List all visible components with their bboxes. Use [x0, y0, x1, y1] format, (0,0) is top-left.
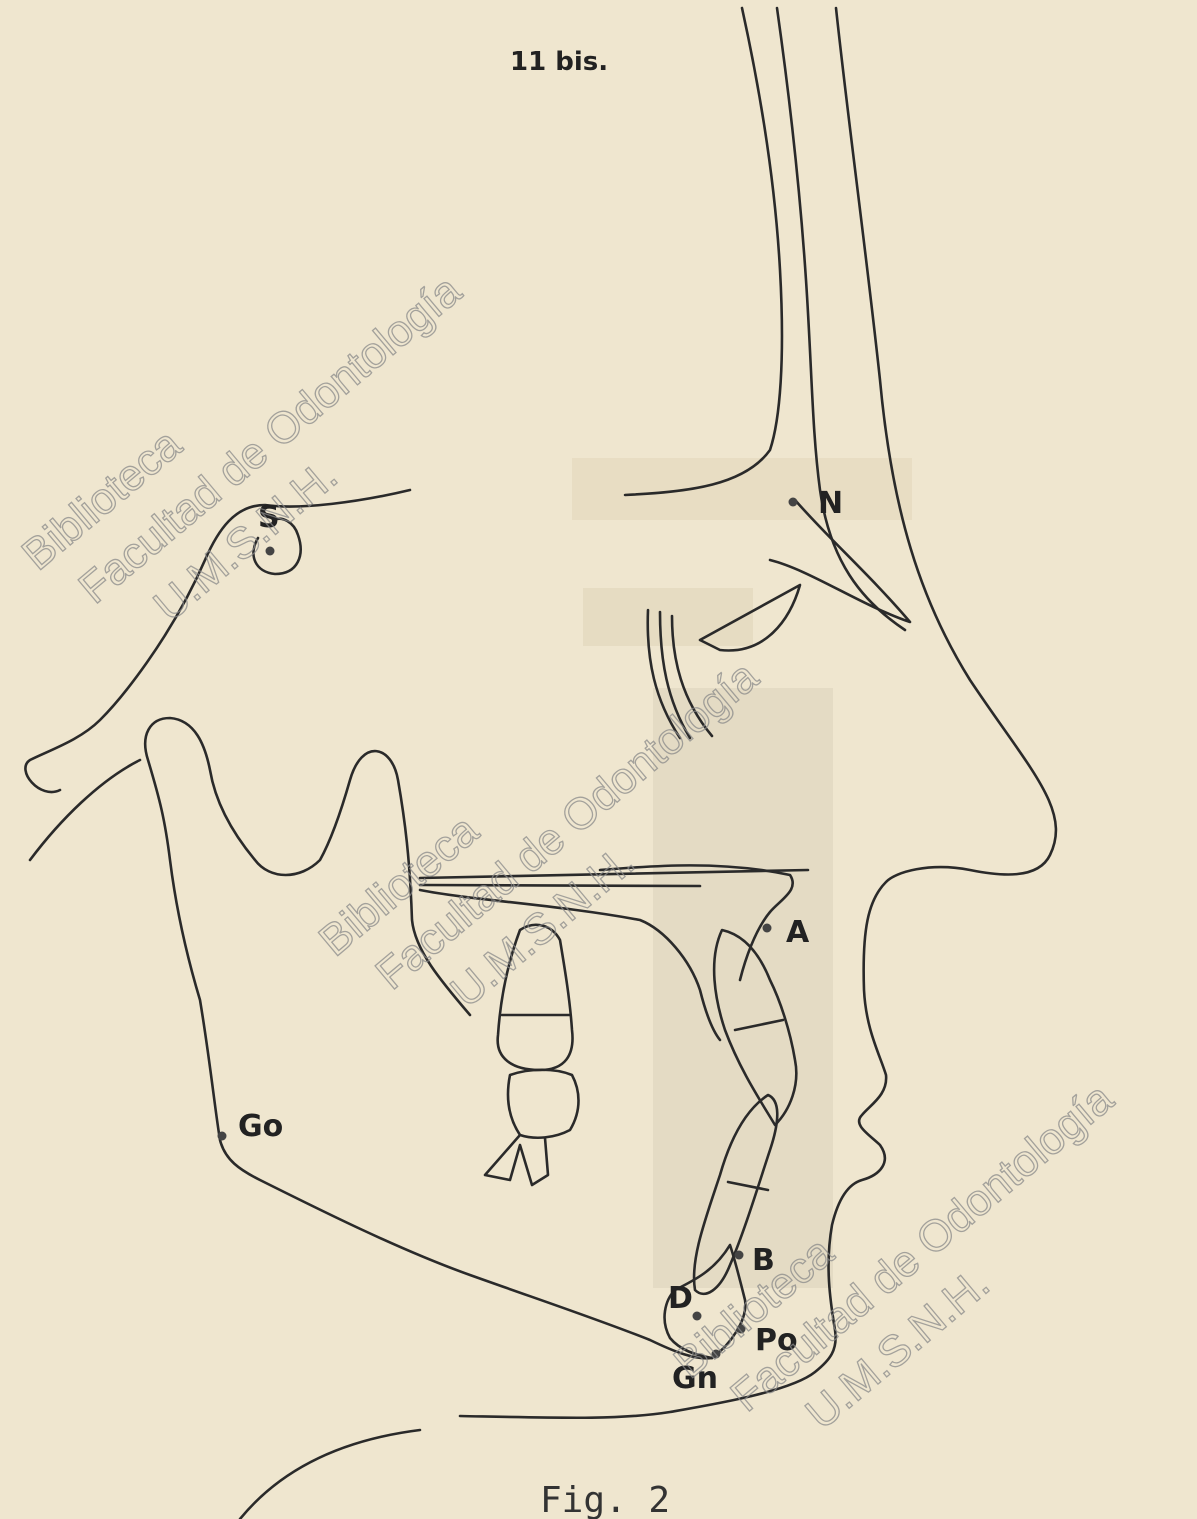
landmark-label-n: N	[818, 486, 843, 521]
landmark-dot-b	[735, 1251, 744, 1260]
landmark-label-go: Go	[238, 1109, 283, 1144]
nasal-bone-outer	[777, 8, 905, 630]
basiocciput	[30, 760, 140, 860]
landmark-dot-a	[763, 924, 772, 933]
landmark-dot-n	[789, 498, 798, 507]
page-number: 11 bis.	[510, 47, 608, 77]
figure-caption: Fig. 2	[540, 1480, 670, 1519]
watermark-line-2: Facultad de Odontología	[70, 265, 471, 613]
upper-incisor-cej	[735, 1020, 783, 1030]
watermark-line-2: Facultad de Odontología	[722, 1073, 1123, 1421]
landmark-dot-d	[693, 1312, 702, 1321]
orbit-triangle	[700, 585, 800, 650]
landmark-label-a: A	[786, 915, 810, 950]
upper-incisor	[714, 930, 796, 1125]
watermark-line-2: Facultad de Odontología	[367, 651, 768, 999]
watermark-stamp: Biblioteca Facultad de Odontología U.M.S…	[13, 218, 511, 675]
watermark-stamp: Biblioteca Facultad de Odontología U.M.S…	[310, 604, 808, 1061]
nasal-bone-inner	[625, 8, 782, 495]
landmark-label-d: D	[668, 1281, 693, 1316]
submental-line	[240, 1430, 420, 1519]
mandible-outline	[145, 718, 712, 1358]
lower-incisor-cej	[728, 1182, 768, 1190]
lower-molar	[485, 1070, 579, 1185]
landmark-dot-go	[218, 1132, 227, 1141]
